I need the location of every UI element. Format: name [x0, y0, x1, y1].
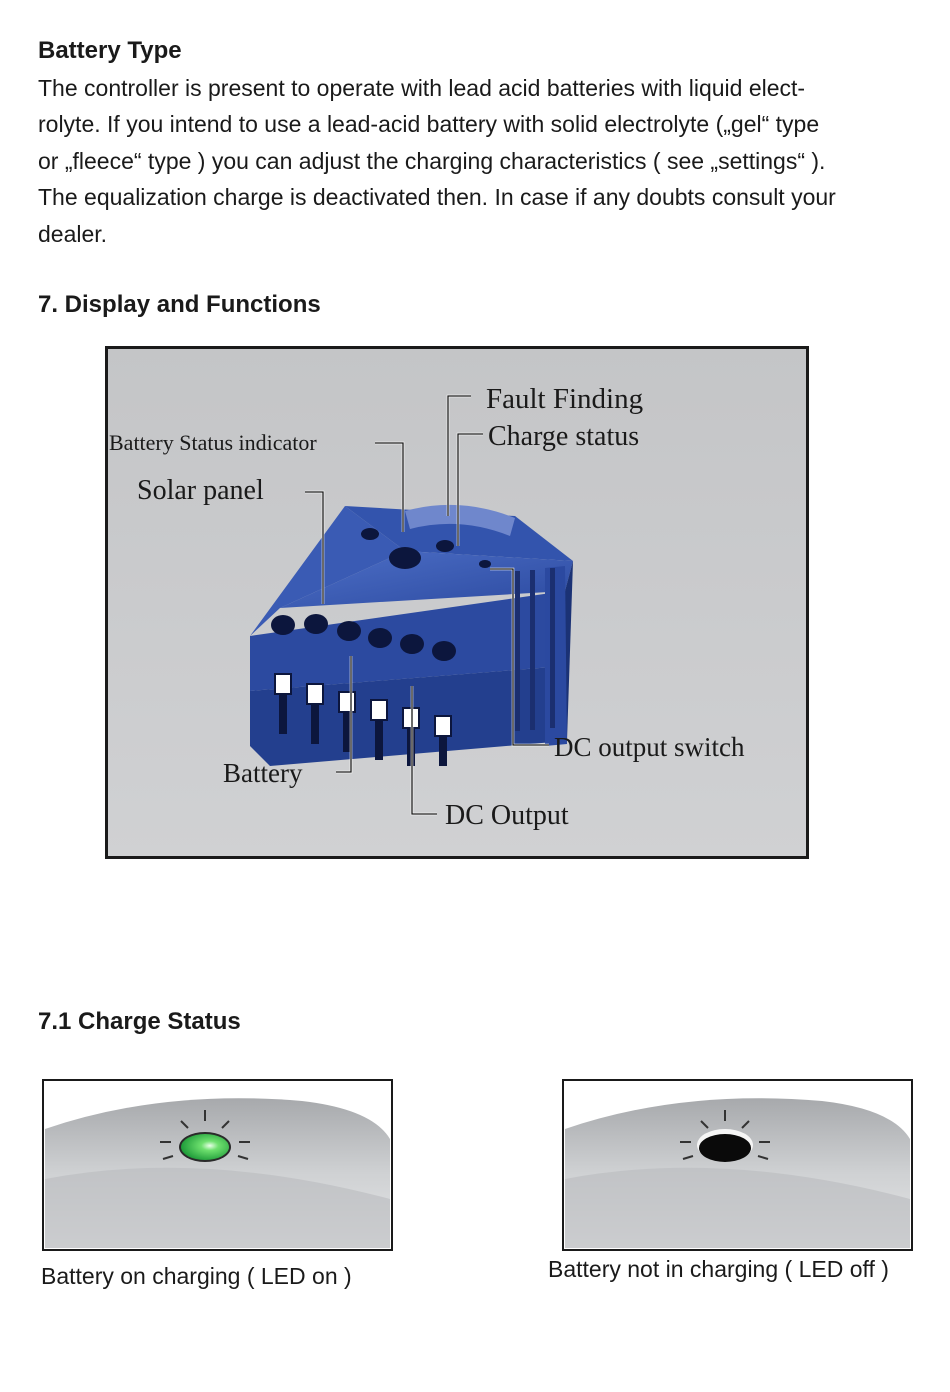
solar-panel-label: Solar panel: [137, 475, 264, 506]
paragraph-line: or „fleece“ type ) you can adjust the ch…: [38, 147, 826, 174]
led-on-panel: [42, 1079, 393, 1251]
fault-finding-label: Fault Finding: [486, 383, 643, 415]
led-on-caption: Battery on charging ( LED on ): [41, 1263, 352, 1289]
charge-led-off: [699, 1134, 751, 1162]
charge-status-heading: 7.1 Charge Status: [38, 1008, 241, 1035]
battery-type-paragraph: The controller is present to operate wit…: [38, 70, 918, 252]
paragraph-line: rolyte. If you intend to use a lead-acid…: [38, 111, 820, 138]
charge-led-on: [181, 1134, 229, 1160]
figure-frame: [105, 346, 809, 859]
paragraph-line: The equalization charge is deactivated t…: [38, 184, 836, 211]
dc-output-label: DC Output: [445, 800, 569, 831]
paragraph-line: The controller is present to operate wit…: [38, 75, 806, 101]
led-off-panel: [562, 1079, 913, 1251]
paragraph-line: dealer.: [38, 220, 108, 247]
dc-output-switch-label: DC output switch: [554, 732, 745, 762]
battery-label: Battery: [223, 758, 303, 788]
display-functions-heading: 7. Display and Functions: [38, 291, 321, 318]
led-off-caption: Battery not in charging ( LED off ): [548, 1256, 889, 1282]
battery-status-indicator-label: Battery Status indicator: [109, 430, 317, 455]
battery-type-heading: Battery Type: [38, 37, 182, 64]
controller-diagram: Fault Finding Charge status Battery Stat…: [105, 346, 809, 859]
charge-status-label: Charge status: [488, 421, 639, 452]
charge-controller-device: [250, 504, 573, 766]
